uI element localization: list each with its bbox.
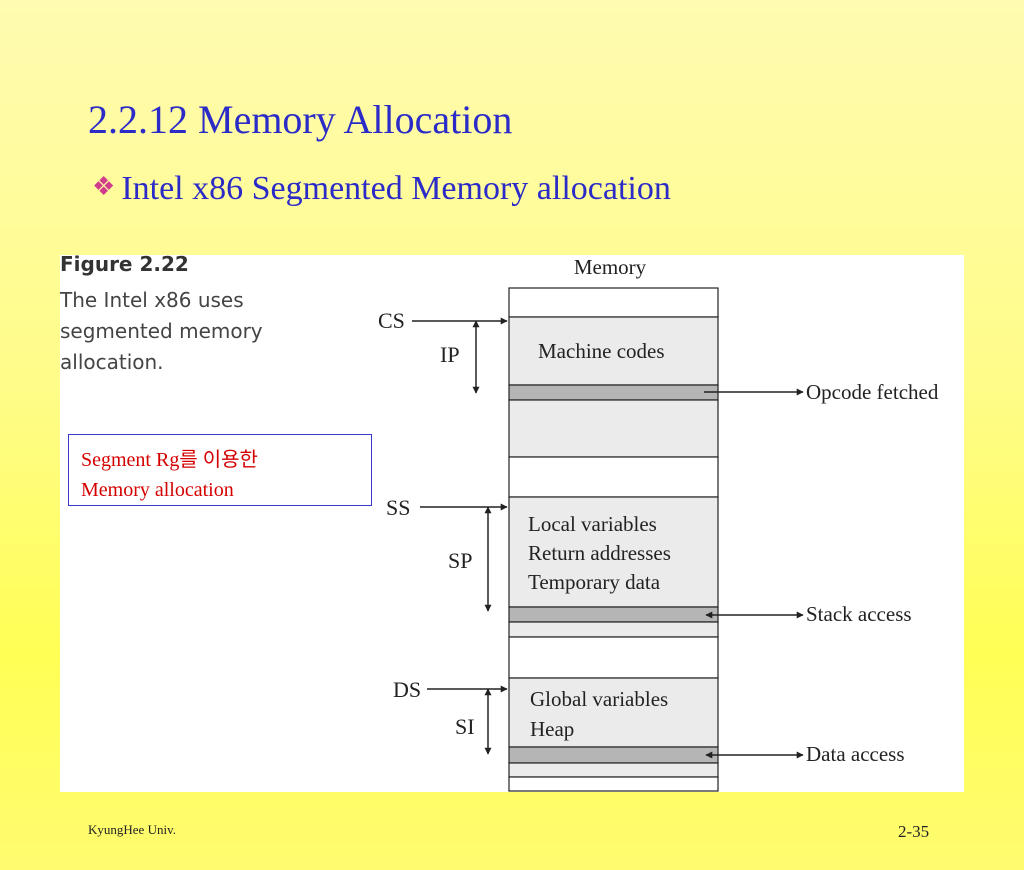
memory-column [508, 287, 719, 792]
data-access-band [508, 746, 719, 764]
memory-figure: Figure 2.22 The Intel x86 uses segmented… [60, 252, 964, 792]
subtitle-text: Intel x86 Segmented Memory allocation [121, 170, 671, 207]
subtitle: ❖Intel x86 Segmented Memory allocation [92, 170, 671, 208]
note-line: Memory allocation [81, 479, 234, 501]
memory-free-block [508, 287, 719, 318]
stack-content-line: Return addresses [528, 541, 671, 565]
stack-content-line: Temporary data [528, 570, 661, 594]
note-line: Segment Rg를 이용한 [81, 449, 258, 471]
ds-register-label: DS [393, 677, 421, 702]
stack-access-band [508, 606, 719, 623]
cs-register-label: CS [378, 308, 405, 333]
memory-diagram: Memory Machine codes Local variables Ret… [378, 255, 939, 792]
code-content-line: Machine codes [538, 339, 665, 363]
data-segment-block-lower [508, 762, 719, 778]
opcode-fetch-band [508, 384, 719, 401]
figure-caption: The Intel x86 uses segmented memory allo… [60, 288, 263, 374]
code-segment-block-lower [508, 399, 719, 458]
stack-content-line: Local variables [528, 512, 657, 536]
diamond-bullet-icon: ❖ [92, 172, 116, 201]
data-content-line: Global variables [530, 687, 668, 711]
si-register-label: SI [455, 714, 475, 739]
memory-free-block [508, 636, 719, 679]
memory-free-block [508, 776, 719, 792]
figure-label: Figure 2.22 [60, 252, 189, 276]
data-access-label: Data access [806, 742, 905, 766]
memory-free-block [508, 456, 719, 498]
stack-segment-block-lower [508, 621, 719, 638]
footer-university: KyungHee Univ. [88, 822, 176, 837]
stack-access-label: Stack access [806, 602, 912, 626]
ss-register-label: SS [386, 495, 410, 520]
ip-register-label: IP [440, 342, 460, 367]
memory-title: Memory [574, 255, 647, 279]
opcode-fetched-label: Opcode fetched [806, 380, 939, 404]
slide-title: 2.2.12 Memory Allocation [88, 97, 513, 142]
data-content-line: Heap [530, 717, 574, 741]
page-number: 2-35 [898, 822, 930, 841]
stack-segment-block [508, 496, 719, 608]
data-segment-block [508, 677, 719, 748]
code-segment-block [508, 316, 719, 386]
sp-register-label: SP [448, 548, 472, 573]
note-box: Segment Rg를 이용한 Memory allocation [68, 434, 372, 506]
